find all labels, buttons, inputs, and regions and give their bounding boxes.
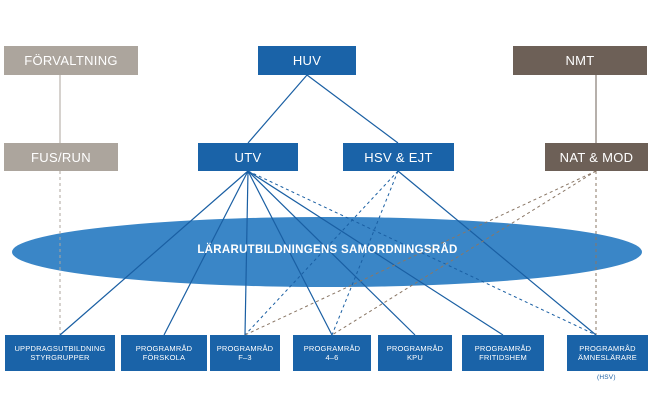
box-hsv-ejt-label: HSV & EJT xyxy=(364,149,433,165)
hsv-note: (HSV) xyxy=(597,374,616,381)
box-label-line1: PROGRAMRÅD xyxy=(303,344,361,353)
box-huv: HUV xyxy=(258,46,356,75)
council-label: LÄRARUTBILDNINGENS SAMORDNINGSRÅD xyxy=(197,244,458,256)
box-utv-label: UTV xyxy=(234,149,262,165)
hsv-to-f3-dashed xyxy=(244,170,399,336)
nat-to-f3-dashed xyxy=(244,170,597,336)
box-nmt-label: NMT xyxy=(565,53,595,68)
council-ellipse xyxy=(12,217,642,287)
box-label-line2: STYRGRUPPER xyxy=(30,353,90,362)
box-forvaltning: FÖRVALTNING xyxy=(4,46,138,75)
box-nmt: NMT xyxy=(513,46,647,75)
box-programrad-fritidshem: PROGRAMRÅD FRITIDSHEM xyxy=(462,335,544,371)
utv-to-fritidshem xyxy=(247,170,504,336)
box-fus-run-label: FUS/RUN xyxy=(31,149,91,165)
utv-to-forskola xyxy=(163,170,249,336)
box-label-line1: UPPDRAGSUTBILDNING xyxy=(14,344,106,353)
box-label-line2: F–3 xyxy=(238,353,252,362)
box-label-line1: PROGRAMRÅD xyxy=(386,344,444,353)
utv-to-amneslarare-dashed xyxy=(247,170,597,336)
box-label-line1: PROGRAMRÅD xyxy=(579,344,636,353)
box-uppdragsutbildning: UPPDRAGSUTBILDNING STYRGRUPPER xyxy=(5,335,115,371)
box-label-line2: FÖRSKOLA xyxy=(142,353,186,362)
box-label-line2: ÄMNESLÄRARE xyxy=(578,353,637,362)
box-label-line2: 4–6 xyxy=(325,353,339,362)
hsv-to-amneslarare xyxy=(397,170,597,336)
box-nat-mod-label: NAT & MOD xyxy=(559,149,634,165)
box-fus-run: FUS/RUN xyxy=(4,143,118,171)
box-hsv-ejt: HSV & EJT xyxy=(343,143,454,171)
box-programrad-kpu: PROGRAMRÅD KPU xyxy=(378,335,452,371)
connector-huv-hsv xyxy=(306,74,399,144)
box-label-line1: PROGRAMRÅD xyxy=(135,344,193,353)
box-huv-label: HUV xyxy=(292,53,322,68)
utv-to-uppdrag xyxy=(59,170,249,336)
box-programrad-amneslarare: PROGRAMRÅD ÄMNESLÄRARE xyxy=(567,335,648,371)
box-nat-mod: NAT & MOD xyxy=(545,143,648,171)
utv-to-kpu xyxy=(247,170,416,336)
box-programrad-46: PROGRAMRÅD 4–6 xyxy=(293,335,371,371)
box-utv: UTV xyxy=(198,143,298,171)
utv-to-46 xyxy=(247,170,333,336)
utv-to-f3 xyxy=(244,170,249,336)
connector-huv-utv xyxy=(247,74,308,144)
box-label-line1: PROGRAMRÅD xyxy=(474,344,532,353)
box-label-line2: FRITIDSHEM xyxy=(479,353,527,362)
nat-to-46-dashed xyxy=(331,170,597,336)
box-programrad-forskola: PROGRAMRÅD FÖRSKOLA xyxy=(121,335,207,371)
box-forvaltning-label: FÖRVALTNING xyxy=(24,53,118,68)
box-label-line2: KPU xyxy=(406,353,424,362)
box-programrad-f3: PROGRAMRÅD F–3 xyxy=(210,335,280,371)
box-label-line1: PROGRAMRÅD xyxy=(216,344,274,353)
